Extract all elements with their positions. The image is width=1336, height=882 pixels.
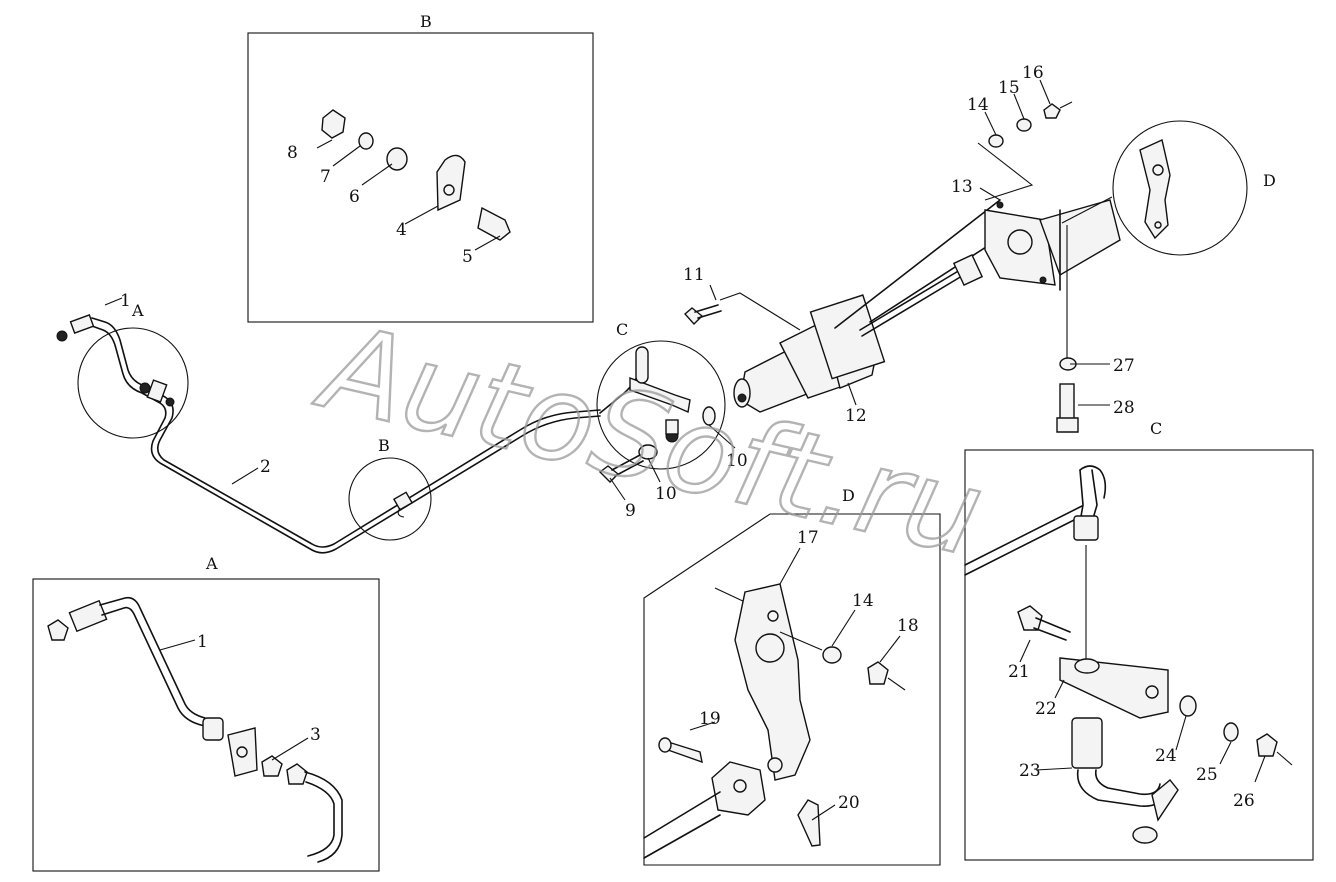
pipe-clip [392, 491, 414, 518]
label-a-main: A [131, 301, 144, 320]
num-18: 18 [897, 616, 919, 636]
num-1-inset: 1 [197, 632, 208, 652]
pipe-end-fitting [56, 314, 175, 407]
num-25: 25 [1196, 765, 1218, 785]
num-23: 23 [1019, 761, 1041, 781]
inset-c-parts [964, 465, 1293, 844]
inset-b-parts [321, 109, 511, 241]
num-26: 26 [1233, 791, 1255, 811]
watermark: AutoSoft.ru [305, 296, 995, 583]
detail-c-circle [596, 340, 726, 470]
label-d-inset: D [842, 486, 855, 505]
washers-14-15-16 [988, 101, 1073, 148]
num-3: 3 [310, 725, 321, 745]
num-17: 17 [797, 528, 819, 548]
detail-a-circle [77, 327, 189, 439]
bolt-9 [598, 454, 644, 483]
detail-letters: B A D C A B C D [131, 12, 1276, 573]
num-12: 12 [845, 406, 867, 426]
label-c-main: C [616, 320, 628, 339]
num-15: 15 [998, 78, 1020, 98]
label-a-inset: A [205, 554, 218, 573]
num-21: 21 [1008, 662, 1030, 682]
detail-a-frame [32, 578, 380, 872]
num-16: 16 [1022, 63, 1044, 83]
num-11: 11 [683, 265, 705, 285]
num-4: 4 [396, 220, 407, 240]
mounting-bracket [952, 199, 1121, 291]
detail-c-frame [964, 449, 1314, 861]
num-22: 22 [1035, 699, 1057, 719]
inset-d-parts [643, 583, 906, 859]
num-14-main: 14 [967, 95, 989, 115]
detail-b-circle [348, 457, 432, 541]
clutch-booster [733, 199, 1001, 413]
num-19: 19 [699, 709, 721, 729]
detail-d-circle [1112, 120, 1248, 256]
inset-a-parts [47, 596, 343, 863]
num-7: 7 [320, 167, 331, 187]
num-6: 6 [349, 187, 360, 207]
leader-lines [104, 79, 1266, 821]
num-13: 13 [951, 177, 973, 197]
num-28: 28 [1113, 398, 1135, 418]
num-8: 8 [287, 143, 298, 163]
label-c-inset: C [1150, 419, 1162, 438]
bolt-28 [1056, 225, 1079, 433]
detail-b-frame [247, 32, 594, 323]
label-b-inset: B [420, 12, 432, 31]
bracket-c [629, 346, 691, 443]
label-b-main: B [378, 436, 390, 455]
num-10-upper: 10 [726, 451, 748, 471]
num-1-main: 1 [120, 291, 131, 311]
label-d-main: D [1263, 171, 1276, 190]
num-10-lower: 10 [655, 484, 677, 504]
num-5: 5 [462, 247, 473, 267]
detail-d-frame [643, 513, 941, 866]
num-20: 20 [838, 793, 860, 813]
num-27: 27 [1113, 356, 1135, 376]
num-14-inset: 14 [852, 591, 874, 611]
leader-13 [977, 142, 1034, 201]
num-24: 24 [1155, 746, 1177, 766]
pedal-arm-d [1061, 139, 1171, 240]
num-2: 2 [260, 457, 271, 477]
part-numbers: 1 2 8 7 6 4 5 1 3 11 9 10 10 12 13 14 15… [120, 63, 1255, 813]
num-9: 9 [625, 501, 636, 521]
bolt-11 [683, 292, 801, 331]
